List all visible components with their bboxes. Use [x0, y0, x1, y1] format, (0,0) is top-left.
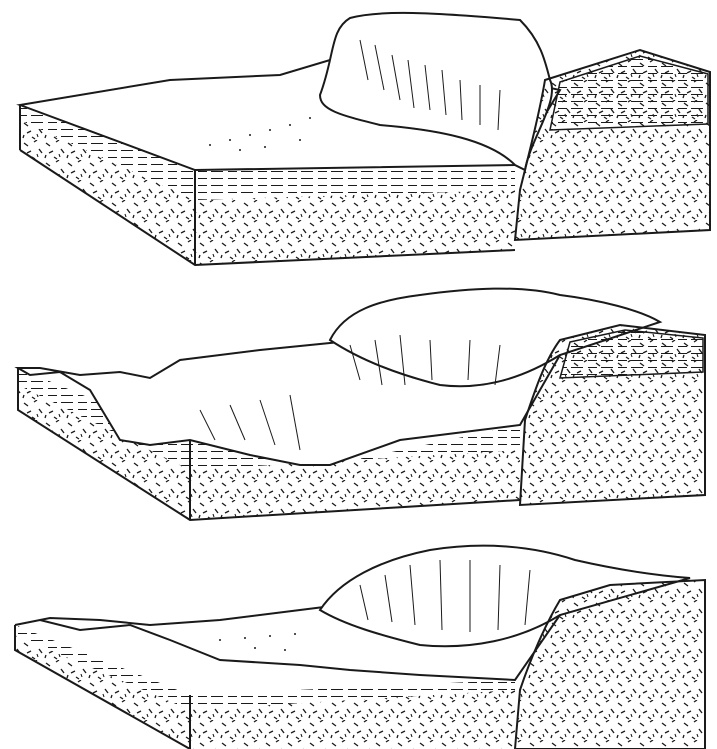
- panel-stage-1: [20, 13, 710, 265]
- panel-stage-3: [15, 546, 705, 749]
- panel-stage-2: [18, 289, 705, 520]
